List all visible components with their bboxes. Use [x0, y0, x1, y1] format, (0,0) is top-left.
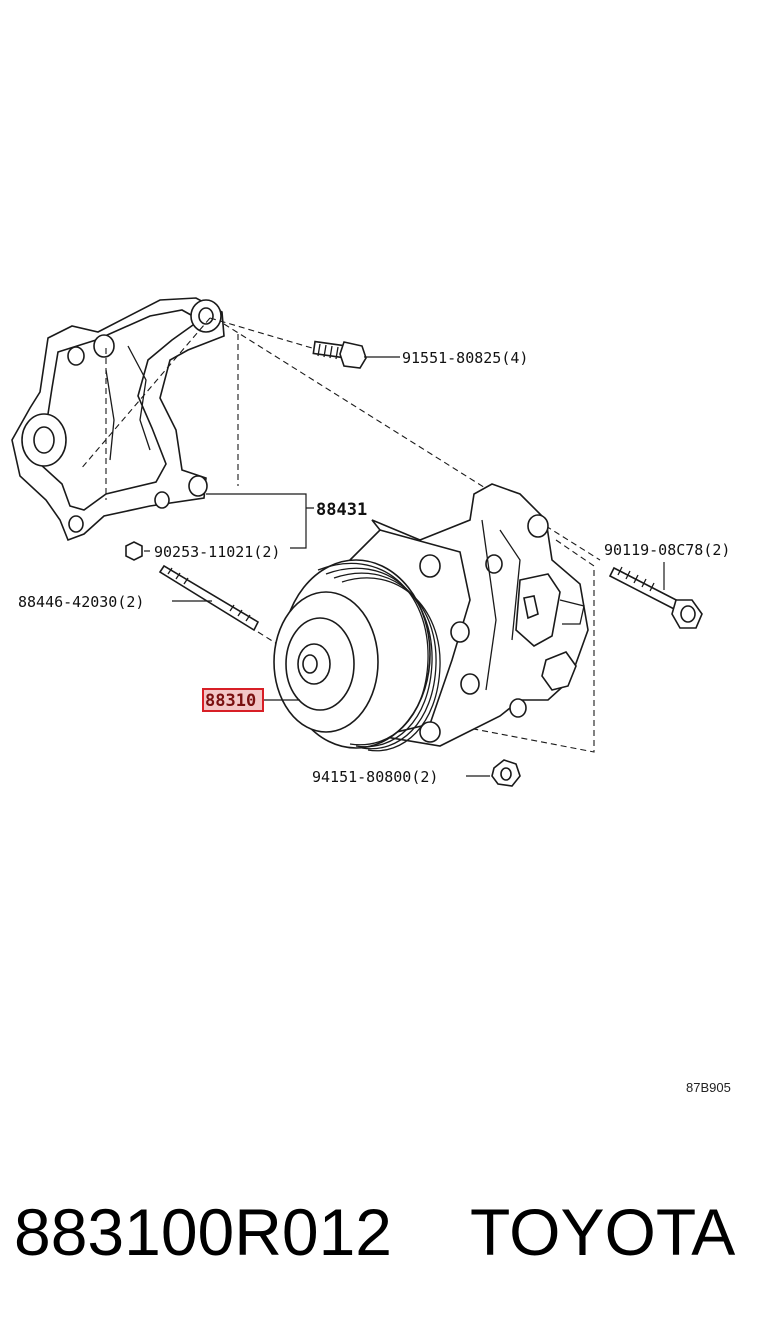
leader-lines [144, 356, 665, 777]
nut-94151-drawing [491, 759, 521, 787]
brand-name: TOYOTA [470, 1195, 735, 1269]
label-bolt-91551[interactable]: 91551-80825(4) [402, 349, 528, 367]
bolt-91551-drawing [312, 340, 367, 369]
part-number: 883100R012 [14, 1195, 392, 1269]
label-stud-88446[interactable]: 88446-42030(2) [18, 593, 144, 611]
figure-code: 87B905 [686, 1080, 731, 1095]
label-bracket-88431[interactable]: 88431 [316, 500, 367, 520]
highlight-box [202, 688, 264, 712]
stud-88446-drawing [158, 564, 260, 632]
label-nut-90253[interactable]: 90253-11021(2) [154, 543, 280, 561]
label-bolt-90119[interactable]: 90119-08C78(2) [604, 541, 730, 559]
nut-90253-drawing [125, 541, 143, 561]
compressor-drawing [273, 483, 589, 752]
compressor-label-group[interactable]: 88310 [202, 688, 264, 712]
bracket-drawing [11, 297, 225, 542]
bolt-90119-drawing [608, 566, 703, 629]
label-nut-94151[interactable]: 94151-80800(2) [312, 768, 438, 786]
label-compressor-88310[interactable]: 88310 [205, 691, 256, 711]
